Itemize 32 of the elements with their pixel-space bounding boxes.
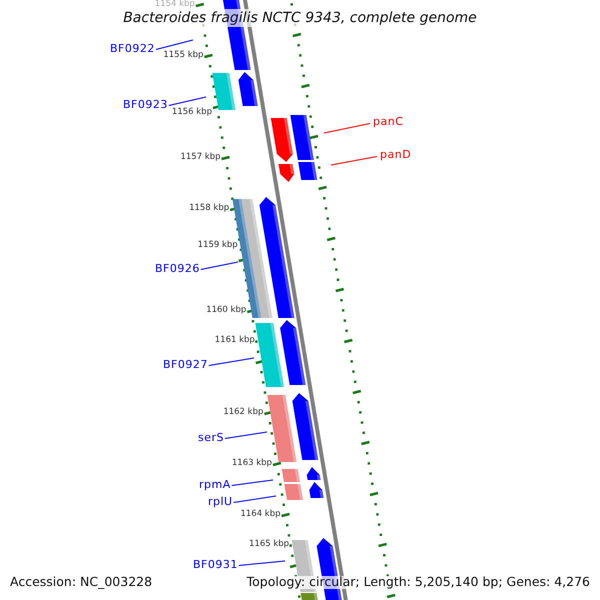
gene-label: panD — [380, 149, 412, 160]
gene-label: rplU — [208, 496, 233, 507]
gene-label: BF0923 — [123, 99, 168, 110]
scale-label: 1155 kbp — [163, 51, 204, 60]
leader-line — [224, 432, 268, 439]
scale-label: 1161 kbp — [214, 336, 255, 344]
leader-line — [238, 560, 286, 566]
gene-label: BF0926 — [155, 263, 200, 274]
leader-line — [168, 96, 206, 106]
footer-text: Accession: NC_003228 — [8, 576, 154, 588]
leader-line — [208, 358, 254, 366]
scale-label: 1165 kbp — [249, 540, 290, 548]
scale-label: 1162 kbp — [223, 408, 264, 416]
leader-line — [324, 123, 370, 134]
scale-label: 1160 kbp — [206, 306, 246, 314]
leader-line — [155, 40, 194, 50]
gene-label: rpmA — [199, 479, 231, 490]
leader-line — [200, 262, 238, 270]
gene-label: panC — [373, 116, 404, 127]
gene-label: BF0922 — [110, 43, 155, 54]
scale-label: 1163 kbp — [232, 459, 272, 468]
gene-label: serS — [198, 432, 224, 443]
leader-line — [233, 496, 276, 503]
gene-label: BF0931 — [193, 559, 238, 570]
scale-label: 1157 kbp — [180, 153, 221, 162]
scale-label: 1156 kbp — [172, 108, 212, 116]
gene-label: BF0927 — [163, 359, 208, 370]
scale-label: 1158 kbp — [189, 204, 230, 212]
scale-label: 1159 kbp — [198, 241, 238, 250]
leader-line — [330, 156, 378, 166]
scale-label: 1164 kbp — [240, 510, 281, 518]
leader-line — [231, 480, 274, 486]
